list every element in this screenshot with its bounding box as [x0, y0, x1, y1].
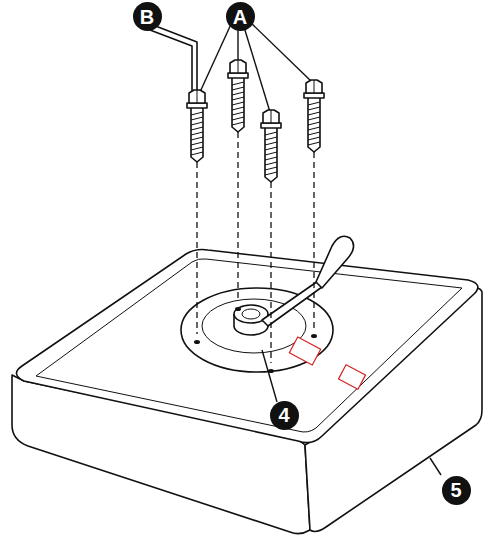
bolt-hole — [194, 340, 200, 344]
callout-number: A — [233, 7, 247, 27]
allen-key — [150, 25, 197, 100]
screw-thread — [265, 167, 277, 170]
screw-thread — [265, 147, 277, 150]
screw-shank — [191, 107, 203, 162]
leader-line — [430, 458, 441, 475]
screw-thread — [191, 122, 203, 125]
mounting-plate — [181, 288, 333, 372]
leader-line — [237, 28, 238, 62]
insertion-line — [196, 162, 197, 334]
screw-thread — [308, 117, 320, 120]
screw-thread — [232, 92, 244, 95]
insertion-line — [313, 152, 314, 328]
screw-thread — [232, 87, 244, 90]
screw-thread — [191, 132, 203, 135]
callout-circle: 5 — [442, 476, 471, 505]
insertion-line — [270, 182, 271, 363]
front-stamp — [339, 365, 366, 389]
screw-thread — [265, 162, 277, 165]
base-top-face — [16, 250, 477, 443]
screw-thread — [265, 142, 277, 145]
screw-head — [263, 110, 279, 123]
callout-circle: B — [133, 2, 162, 31]
hub-bore — [242, 309, 260, 319]
screw-shank — [232, 77, 244, 132]
screw-thread — [308, 122, 320, 125]
hex-screw — [187, 90, 207, 162]
screw-head-edge — [197, 90, 198, 103]
screw-thread — [308, 127, 320, 130]
screw-head-edge — [314, 80, 315, 93]
screw-head-edge — [271, 110, 272, 123]
screw-shank — [308, 97, 320, 152]
screw-thread — [232, 97, 244, 100]
screw-shank — [265, 127, 277, 182]
screw-thread — [191, 137, 203, 140]
screw-head-edge — [238, 60, 239, 73]
screw-thread — [265, 132, 277, 135]
screw-thread — [191, 127, 203, 130]
callout-number: 5 — [450, 480, 461, 500]
screw-thread — [232, 82, 244, 85]
callout-circle: A — [226, 2, 255, 31]
screw-thread — [308, 107, 320, 110]
screw-thread — [232, 122, 244, 125]
screw-thread — [265, 157, 277, 160]
screw-thread — [232, 117, 244, 120]
leader-line — [250, 22, 312, 82]
hex-screw — [228, 60, 248, 132]
screw-thread — [265, 152, 277, 155]
screw-thread — [232, 112, 244, 115]
leader-line — [262, 350, 277, 402]
leader-line — [244, 27, 270, 112]
screw-thread — [232, 107, 244, 110]
hex-screw — [261, 110, 281, 182]
leader-line — [200, 22, 232, 92]
screw-thread — [191, 147, 203, 150]
lever-grip — [316, 236, 354, 288]
screw-head — [306, 80, 322, 93]
screw-thread — [308, 142, 320, 145]
screw-thread — [191, 117, 203, 120]
screw-thread — [191, 142, 203, 145]
screw-thread — [191, 112, 203, 115]
screw-thread — [308, 132, 320, 135]
screw-head — [189, 90, 205, 103]
screw-thread — [308, 102, 320, 105]
bolt-hole — [235, 307, 241, 311]
screw-thread — [308, 112, 320, 115]
callout-number: 4 — [278, 405, 289, 425]
screw-thread — [308, 137, 320, 140]
callout-circle: 4 — [270, 401, 299, 430]
screw-thread — [265, 137, 277, 140]
screw-thread — [191, 152, 203, 155]
screw-thread — [265, 172, 277, 175]
screw-head — [230, 60, 246, 73]
insertion-line — [237, 132, 238, 301]
front-stamp — [289, 337, 320, 365]
callout-number: B — [140, 7, 154, 27]
base-top-inner — [36, 259, 462, 432]
bolt-hole — [311, 334, 317, 338]
screw-thread — [232, 102, 244, 105]
hex-screw — [304, 80, 324, 152]
